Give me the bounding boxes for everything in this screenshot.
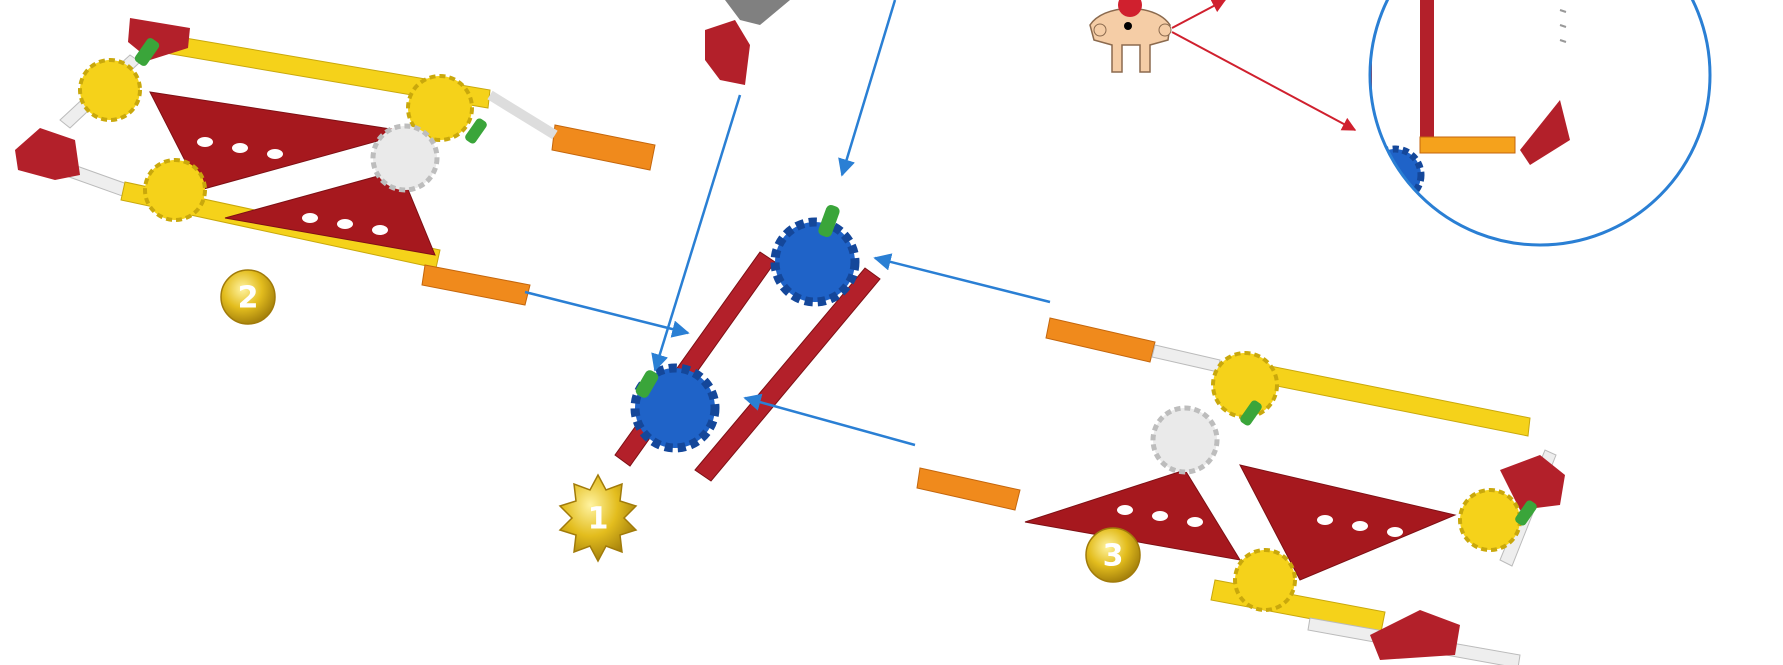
step-3-badge: 3 xyxy=(1086,528,1140,582)
yellow-connector xyxy=(1460,490,1520,550)
center-assembly xyxy=(615,204,880,481)
arrow-inset-to-center xyxy=(842,0,895,175)
yellow-connector xyxy=(145,160,205,220)
red-rod xyxy=(695,268,880,481)
arrow-step3-to-center-top xyxy=(875,258,1050,302)
yellow-connector xyxy=(80,60,140,120)
step-3-assembly xyxy=(917,318,1565,665)
orange-connector xyxy=(1420,137,1515,153)
red-corner-connector xyxy=(1240,100,1290,165)
white-connector xyxy=(1153,408,1217,472)
blue-connector xyxy=(1369,149,1421,201)
grip-detail xyxy=(705,0,790,85)
orange-connector xyxy=(422,265,530,305)
step-2-badge: 2 xyxy=(221,270,275,324)
red-corner-connector xyxy=(15,128,80,180)
step-2-assembly xyxy=(15,18,655,305)
orange-connector xyxy=(1285,137,1367,153)
yellow-rod-back xyxy=(1237,360,1530,436)
figure-icon xyxy=(1090,0,1171,72)
orange-connector xyxy=(552,125,655,170)
orange-connector xyxy=(917,468,1020,510)
red-rod xyxy=(1420,0,1434,140)
blue-connector xyxy=(775,222,855,302)
step-1-badge: 1 xyxy=(560,475,636,561)
step-3-number: 3 xyxy=(1103,539,1124,574)
white-rod xyxy=(1152,345,1220,372)
step-2-number: 2 xyxy=(238,281,259,316)
orange-connector xyxy=(1046,318,1155,362)
arrow-step2-to-center xyxy=(525,292,688,333)
yellow-connector xyxy=(1235,550,1295,610)
white-connector xyxy=(373,126,437,190)
inset-detail xyxy=(1090,0,1710,245)
yellow-connector xyxy=(1213,353,1277,417)
arrow-step3-to-center-bottom xyxy=(745,398,915,445)
red-corner-connector xyxy=(705,20,750,85)
step-1-number: 1 xyxy=(588,502,609,537)
